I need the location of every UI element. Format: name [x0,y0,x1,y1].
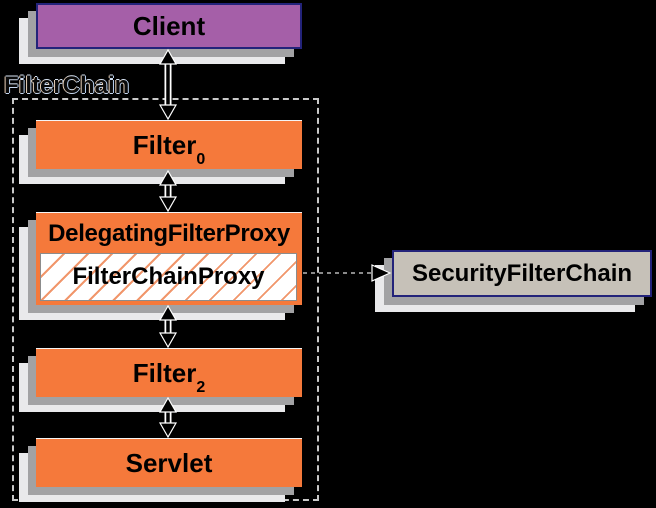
client-label: Client [132,10,206,41]
filter0-box: Filter0 [36,120,302,169]
servlet-label: Servlet [125,447,213,478]
client-box: Client [36,3,302,49]
delegating-filter-proxy-label: DelegatingFilterProxy [48,220,290,247]
filter2-box: Filter2 [36,348,302,397]
filter0-label: Filter0 [132,129,206,168]
security-filter-chain-box: SecurityFilterChain [392,250,652,297]
servlet-box: Servlet [36,438,302,487]
security-filter-chain-label: SecurityFilterChain [411,259,633,287]
filter-chain-proxy-box: FilterChainProxy [40,253,297,301]
filterchain-group-label: FilterChain [4,72,130,99]
filter2-subscript: 2 [196,378,206,396]
delegating-filter-proxy-box: DelegatingFilterProxy FilterChainProxy [36,212,302,305]
filter2-label: Filter2 [132,357,206,396]
filter-chain-proxy-label: FilterChainProxy [72,263,265,290]
filter0-subscript: 0 [196,150,206,168]
